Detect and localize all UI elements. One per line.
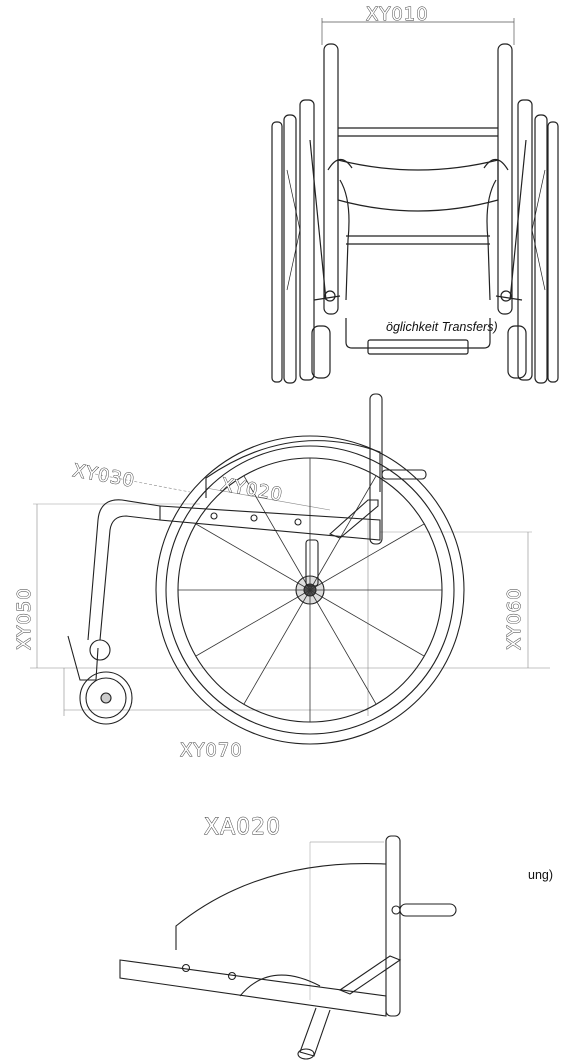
detail-view bbox=[119, 835, 457, 1060]
dim-label-xy010: XY010 bbox=[366, 4, 429, 25]
dim-label-xy030: XY030 bbox=[71, 460, 136, 492]
transfer-note-fragment: öglichkeit Transfers) bbox=[386, 320, 498, 334]
side-view bbox=[30, 393, 550, 745]
dim-label-xy050: XY050 bbox=[14, 587, 35, 650]
dim-label-xy070: XY070 bbox=[180, 740, 243, 761]
front-view bbox=[271, 18, 559, 384]
dim-label-xy060: XY060 bbox=[504, 587, 525, 650]
dim-label-xy020: XY020 bbox=[219, 474, 284, 506]
dim-label-xa020: XA020 bbox=[204, 815, 281, 840]
lower-note-fragment: ung) bbox=[528, 868, 554, 882]
